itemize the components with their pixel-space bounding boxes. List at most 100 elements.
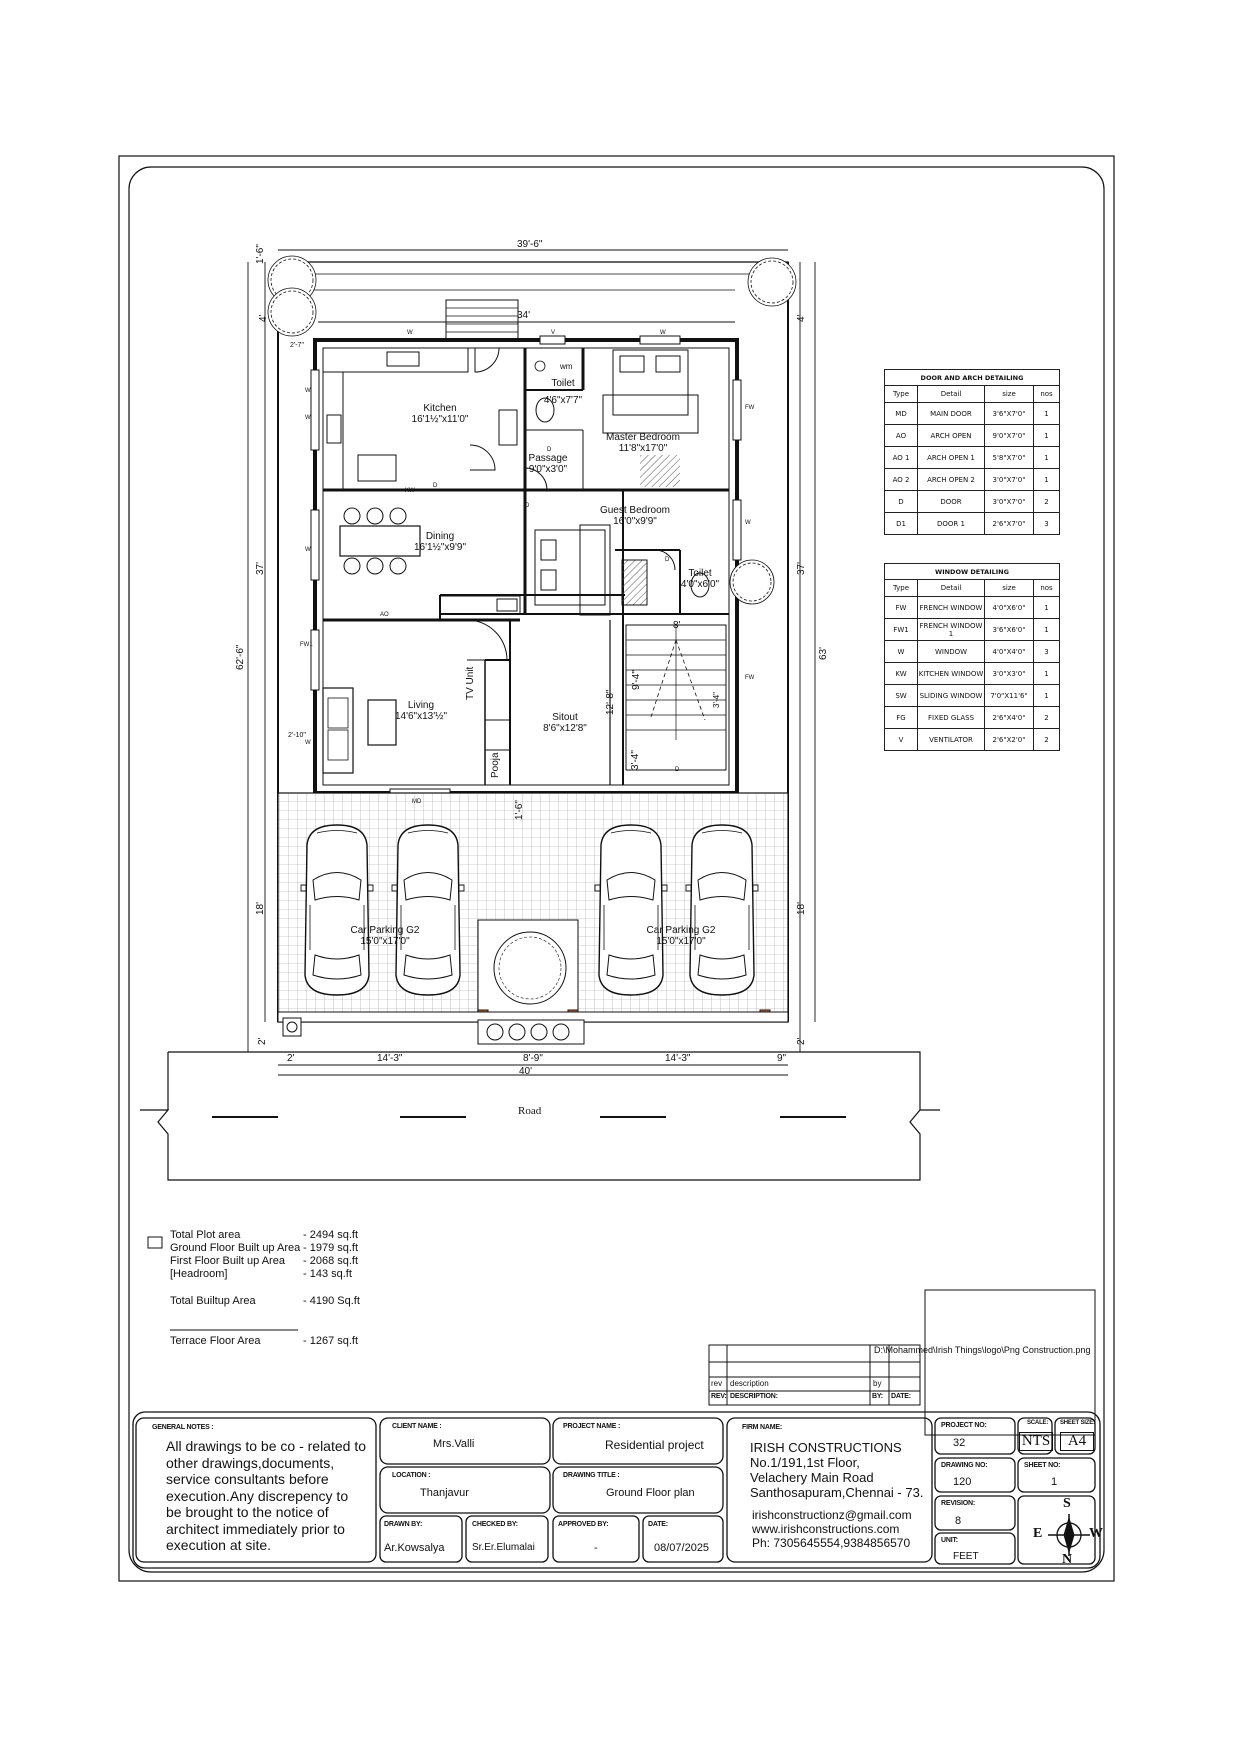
dim-bottom-14-3a: 14'-3" xyxy=(377,1053,403,1064)
tag-d-4: D xyxy=(547,447,552,453)
cell: 1 xyxy=(1033,402,1060,425)
cell: MAIN DOOR xyxy=(917,402,985,425)
firm-name-label: FIRM NAME: xyxy=(742,1424,782,1431)
dim-left-bottom: 2' xyxy=(257,1037,268,1045)
cell: DOOR 1 xyxy=(917,512,985,535)
cell: 3'6"X7'0" xyxy=(984,402,1034,425)
area-value: - 143 sq.ft xyxy=(303,1268,352,1280)
cell: 7'0"X11'6" xyxy=(984,684,1034,707)
tag-d-2: D xyxy=(525,503,530,509)
room-size: 15'0"x17'0" xyxy=(656,936,706,947)
cell: 2 xyxy=(1033,728,1060,751)
compass-icon xyxy=(1048,1514,1090,1556)
cell: 3'0"X7'0" xyxy=(984,490,1034,513)
checked-by-label: CHECKED BY: xyxy=(472,1521,518,1528)
tag-w-rear: W xyxy=(407,330,413,336)
room-size: 11'8"x17'0" xyxy=(618,443,668,454)
tag-w-rear-2: W xyxy=(660,330,666,336)
tag-md: MD xyxy=(412,799,422,805)
room-size: 4'0"x6'0" xyxy=(680,579,720,590)
dim-right-total: 63' xyxy=(818,646,829,660)
firm-address-line: No.1/191,1st Floor, xyxy=(750,1455,860,1470)
tag-ao: AO xyxy=(380,612,389,618)
window-col-size: size xyxy=(984,579,1034,597)
firm-address-line: Santhosapuram,Chennai - 73. xyxy=(750,1485,924,1500)
dim-stair-landing: 3'-4" xyxy=(630,750,641,770)
tag-kw: KW xyxy=(405,488,415,494)
dim-side-2-7: 2'-7" xyxy=(290,342,304,349)
drawing-no-label: DRAWING NO: xyxy=(941,1462,988,1469)
approved-by: - xyxy=(594,1542,598,1554)
window-schedule-title: WINDOW DETAILING xyxy=(884,563,1060,580)
logo-path: D:\Mohammed\Irish Things\logo\Png Constr… xyxy=(874,1345,1091,1355)
area-label: Total Plot area xyxy=(170,1229,241,1241)
compass-e: E xyxy=(1033,1526,1043,1541)
dim-top-width: 39'-6" xyxy=(517,239,543,250)
date-caps-label: DATE: xyxy=(891,1393,911,1400)
road xyxy=(140,1051,940,1181)
firm-email: irishconstructionz@gmail.com xyxy=(752,1508,912,1522)
window-col-type: Type xyxy=(884,579,918,597)
area-label: First Floor Built up Area xyxy=(170,1255,285,1267)
dim-right-house: 37' xyxy=(796,561,807,575)
compass-s: S xyxy=(1063,1496,1071,1511)
room-size: 15'0"x17'0" xyxy=(360,936,410,947)
cell: FRENCH WINDOW 1 xyxy=(917,618,985,641)
cell: AO xyxy=(884,424,918,447)
dimension-lines xyxy=(247,249,816,1076)
area-value: - 4190 Sq.ft xyxy=(303,1295,360,1307)
dim-left-house: 37' xyxy=(255,561,266,575)
inner-frame xyxy=(128,166,1105,1573)
sheet-no-label: SHEET NO: xyxy=(1024,1462,1061,1469)
revision-label: REVISION: xyxy=(941,1500,975,1507)
cell: 1 xyxy=(1033,684,1060,707)
door-col-size: size xyxy=(984,385,1034,403)
area-label: Terrace Floor Area xyxy=(170,1335,261,1347)
dim-bottom-2: 2' xyxy=(287,1053,295,1064)
cell: SLIDING WINDOW xyxy=(917,684,985,707)
door-col-detail: Detail xyxy=(917,385,985,403)
area-value: - 1267 sq.ft xyxy=(303,1335,359,1347)
rev-label: rev xyxy=(711,1379,723,1388)
window-schedule-table: WINDOW DETAILING Type Detail size nos FW… xyxy=(884,563,1060,751)
cell: 3'0"X3'0" xyxy=(984,662,1034,685)
cell: FW1 xyxy=(884,618,918,641)
area-label: [Headroom] xyxy=(170,1268,228,1280)
cell: AO 2 xyxy=(884,468,918,491)
date: 08/07/2025 xyxy=(654,1542,710,1554)
cell: 1 xyxy=(1033,446,1060,469)
firm-address-line: Velachery Main Road xyxy=(750,1470,874,1485)
by-caps-label: BY: xyxy=(872,1393,883,1400)
dim-bottom-8-9: 8'-9" xyxy=(523,1053,543,1064)
sheet-size: A4 xyxy=(1060,1432,1094,1451)
tag-d-5: D xyxy=(675,767,680,773)
room-size: 16'0"x9'9" xyxy=(613,516,657,527)
tag-w-guest: W xyxy=(745,520,751,526)
cell: 3 xyxy=(1033,512,1060,535)
date-label: DATE: xyxy=(648,1521,668,1528)
tag-w-kitchen-2: W xyxy=(305,388,311,394)
drawing-no: 120 xyxy=(953,1476,972,1488)
room-size: 16'1½"x11'0" xyxy=(411,414,469,425)
tag-d-3: D xyxy=(665,557,670,563)
dim-bottom-9: 9" xyxy=(777,1053,787,1064)
dim-bottom-total: 40' xyxy=(519,1066,533,1077)
tag-v-rear: V xyxy=(551,330,556,336)
cell: V xyxy=(884,728,918,751)
cell: ARCH OPEN xyxy=(917,424,985,447)
drawn-by: Ar.Kowsalya xyxy=(384,1542,445,1554)
by-label: by xyxy=(873,1379,882,1388)
room-name: Car Parking G2 xyxy=(646,925,716,936)
drawing-title-label: DRAWING TITLE : xyxy=(563,1472,620,1479)
cell: D1 xyxy=(884,512,918,535)
cell: SW xyxy=(884,684,918,707)
dim-stair-flight: 9'-4" xyxy=(631,670,642,690)
